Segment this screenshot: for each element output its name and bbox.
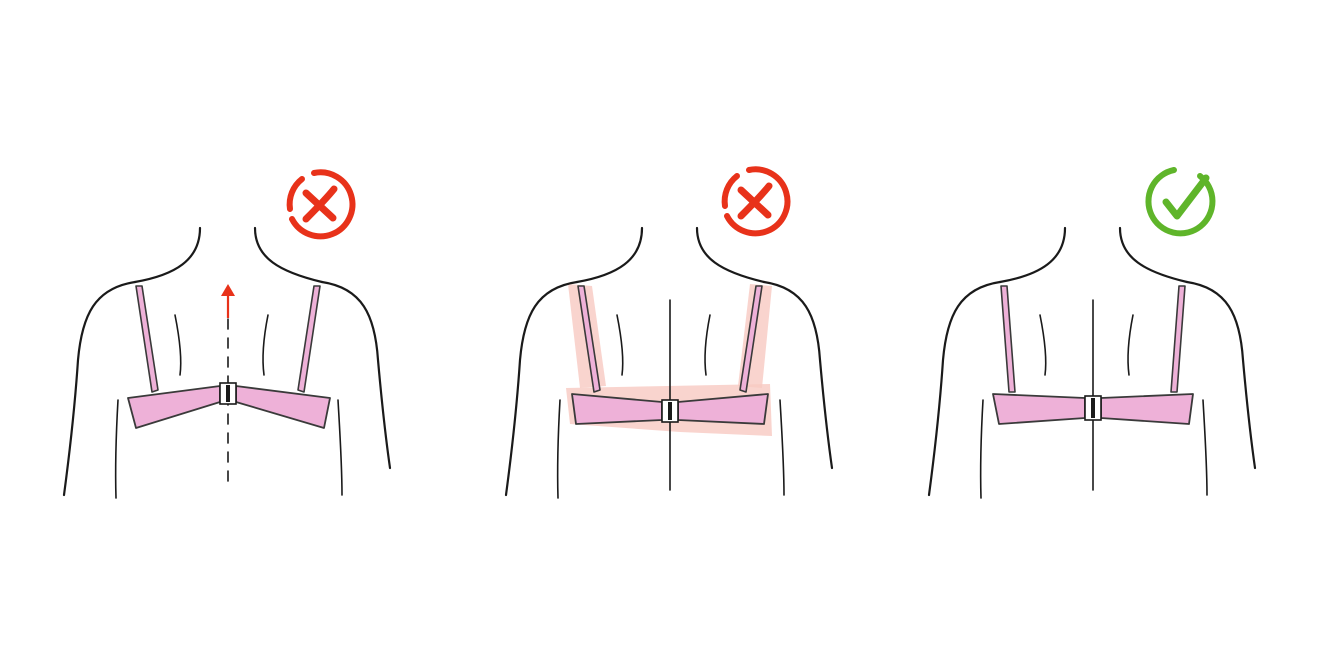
panel-correct-fit bbox=[905, 150, 1325, 520]
panel-straps-digging-in bbox=[480, 150, 900, 520]
shoulder-right bbox=[320, 280, 392, 470]
band-left bbox=[127, 385, 221, 429]
panel-band-riding-up bbox=[40, 150, 460, 520]
strap-right bbox=[297, 285, 321, 393]
shoulder-left bbox=[62, 280, 137, 497]
back-figure-1 bbox=[62, 169, 392, 499]
cross-circle-icon bbox=[286, 169, 356, 240]
back-figure-2 bbox=[504, 166, 834, 499]
hook-clasp bbox=[1084, 395, 1102, 421]
hook-clasp bbox=[219, 382, 237, 405]
arrow-up-icon bbox=[221, 284, 235, 318]
neck-right bbox=[253, 226, 324, 284]
arm-left bbox=[114, 399, 119, 499]
neck-left bbox=[133, 226, 202, 284]
shoulder-blade-left bbox=[174, 314, 182, 376]
back-figure-3 bbox=[927, 167, 1257, 499]
strap-left bbox=[135, 285, 159, 393]
shoulder-blade-right bbox=[262, 314, 269, 376]
arm-right bbox=[337, 399, 343, 496]
hook-clasp bbox=[661, 399, 679, 423]
band-right bbox=[235, 385, 331, 429]
cross-circle-icon bbox=[721, 166, 791, 237]
check-circle-icon bbox=[1145, 167, 1216, 237]
